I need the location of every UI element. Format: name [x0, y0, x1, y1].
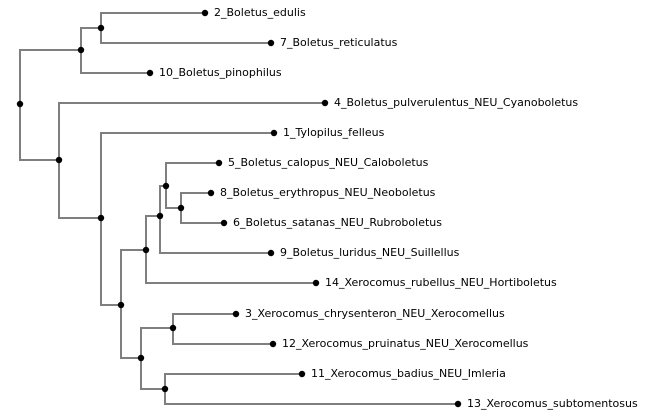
- tree-nodes: [16, 9, 462, 408]
- leaf-node-L9: [267, 249, 275, 257]
- leaf-node-L14: [312, 279, 320, 287]
- leaf-label-8: 8_Boletus_erythropus_NEU_Neoboletus: [220, 186, 436, 199]
- leaf-node-L11: [298, 370, 306, 378]
- leaf-label-2: 2_Boletus_edulis: [214, 6, 306, 19]
- leaf-node-L2: [201, 9, 209, 17]
- internal-node-D: [97, 214, 105, 222]
- internal-node-F: [142, 246, 150, 254]
- tree-leaf-labels: 2_Boletus_edulis 7_Boletus_reticulatus 1…: [159, 6, 638, 410]
- leaf-label-5: 5_Boletus_calopus_NEU_Caloboletus: [228, 156, 429, 169]
- leaf-node-L5: [215, 159, 223, 167]
- leaf-label-14: 14_Xerocomus_rubellus_NEU_Hortiboletus: [325, 276, 557, 289]
- leaf-label-12: 12_Xerocomus_pruinatus_NEU_Xerocomellus: [282, 337, 529, 350]
- leaf-label-1: 1_Tylopilus_felleus: [283, 126, 385, 139]
- leaf-label-7: 7_Boletus_reticulatus: [280, 36, 398, 49]
- internal-node-H: [162, 182, 170, 190]
- leaf-label-9: 9_Boletus_luridus_NEU_Suillellus: [280, 246, 460, 259]
- internal-node-K: [169, 324, 177, 332]
- leaf-label-6: 6_Boletus_satanas_NEU_Rubroboletus: [233, 216, 442, 229]
- leaf-node-L8: [207, 189, 215, 197]
- internal-node-C: [97, 24, 105, 32]
- leaf-label-13: 13_Xerocomus_subtomentosus: [467, 397, 638, 410]
- leaf-node-L4: [321, 99, 329, 107]
- leaf-node-L10: [146, 69, 154, 77]
- leaf-node-L12: [269, 340, 277, 348]
- leaf-node-L3: [232, 310, 240, 318]
- leaf-label-4: 4_Boletus_pulverulentus_NEU_Cyanoboletus: [334, 96, 578, 109]
- internal-node-I: [177, 204, 185, 212]
- internal-node-E: [117, 301, 125, 309]
- leaf-node-L7: [267, 39, 275, 47]
- internal-node-G: [156, 212, 164, 220]
- leaf-label-11: 11_Xerocomus_badius_NEU_Imleria: [311, 367, 506, 380]
- leaf-node-L6: [220, 219, 228, 227]
- internal-node-J: [137, 354, 145, 362]
- internal-node-B: [55, 156, 63, 164]
- internal-node-root: [16, 100, 24, 108]
- leaf-label-3: 3_Xerocomus_chrysenteron_NEU_Xerocomellu…: [245, 307, 505, 320]
- leaf-label-10: 10_Boletus_pinophilus: [159, 66, 282, 79]
- internal-node-M: [161, 385, 169, 393]
- internal-node-A: [77, 46, 85, 54]
- leaf-node-L13: [454, 400, 462, 408]
- leaf-node-L1: [270, 129, 278, 137]
